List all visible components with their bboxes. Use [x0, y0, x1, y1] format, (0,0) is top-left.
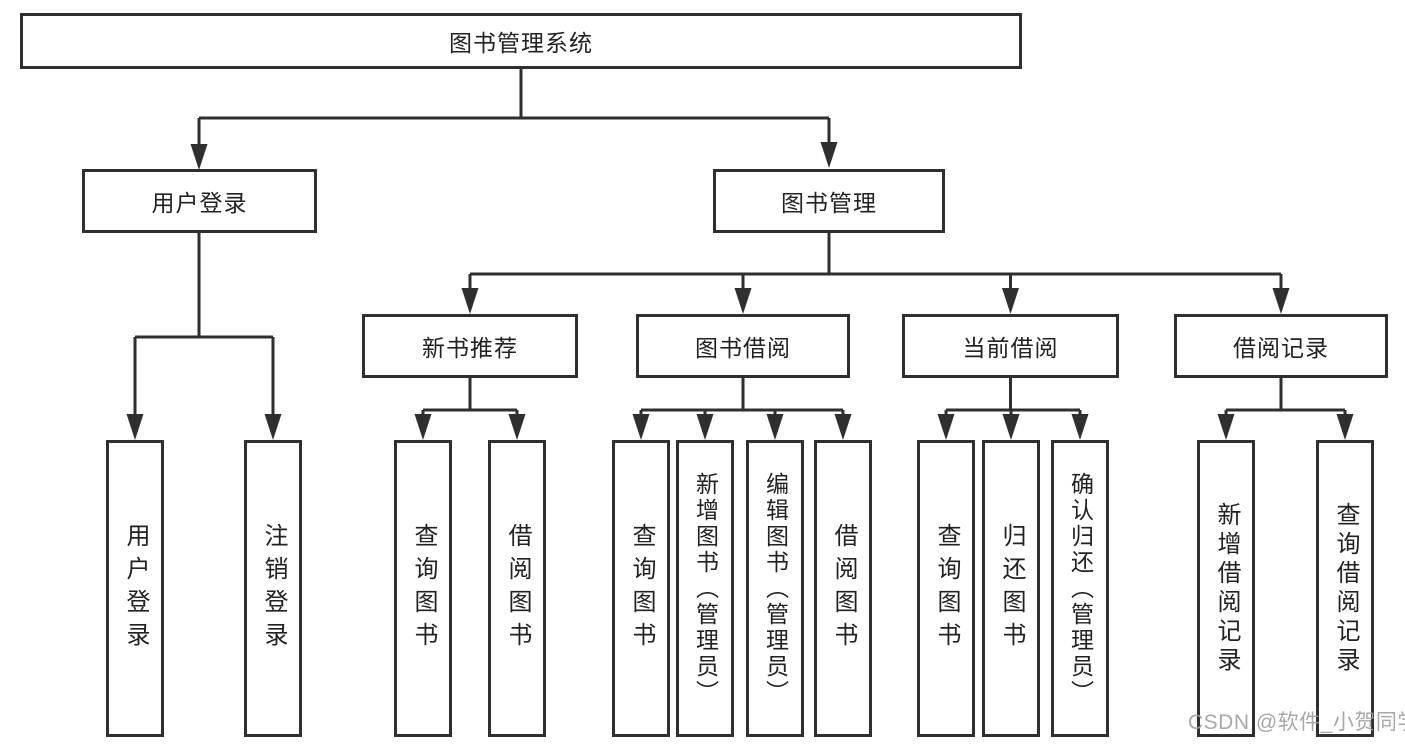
node-user-login: 用户登录 — [82, 169, 317, 233]
node-leaf-borrow-books: 借阅图书 — [814, 440, 872, 737]
node-borrowing-records: 借阅记录 — [1174, 314, 1388, 378]
node-leaf-query-books: 查询图书 — [394, 440, 452, 737]
node-leaf-add-books-admin: 新增图书（管理员） — [676, 440, 734, 737]
csdn-watermark: CSDN @软件_小贺同学 — [1188, 711, 1405, 734]
arrowheads — [126, 142, 1354, 440]
node-leaf-edit-books-admin: 编辑图书（管理员） — [746, 440, 804, 737]
node-current-borrowing: 当前借阅 — [902, 314, 1119, 378]
node-new-book-recommend: 新书推荐 — [362, 314, 578, 378]
node-leaf-query-books: 查询图书 — [612, 440, 670, 737]
node-root-system: 图书管理系统 — [20, 13, 1022, 69]
node-leaf-query-books: 查询图书 — [917, 440, 975, 737]
node-leaf-borrow-books: 借阅图书 — [488, 440, 546, 737]
node-leaf-logout: 注销登录 — [244, 440, 302, 737]
node-book-management: 图书管理 — [713, 169, 945, 233]
node-book-borrowing: 图书借阅 — [636, 314, 850, 378]
node-leaf-confirm-return-admin: 确认归还（管理员） — [1051, 440, 1109, 737]
node-leaf-add-borrow-record: 新增借阅记录 — [1197, 440, 1255, 737]
node-leaf-user-login: 用户登录 — [106, 440, 164, 737]
node-leaf-query-borrow-record: 查询借阅记录 — [1316, 440, 1374, 737]
node-leaf-return-books: 归还图书 — [982, 440, 1040, 737]
